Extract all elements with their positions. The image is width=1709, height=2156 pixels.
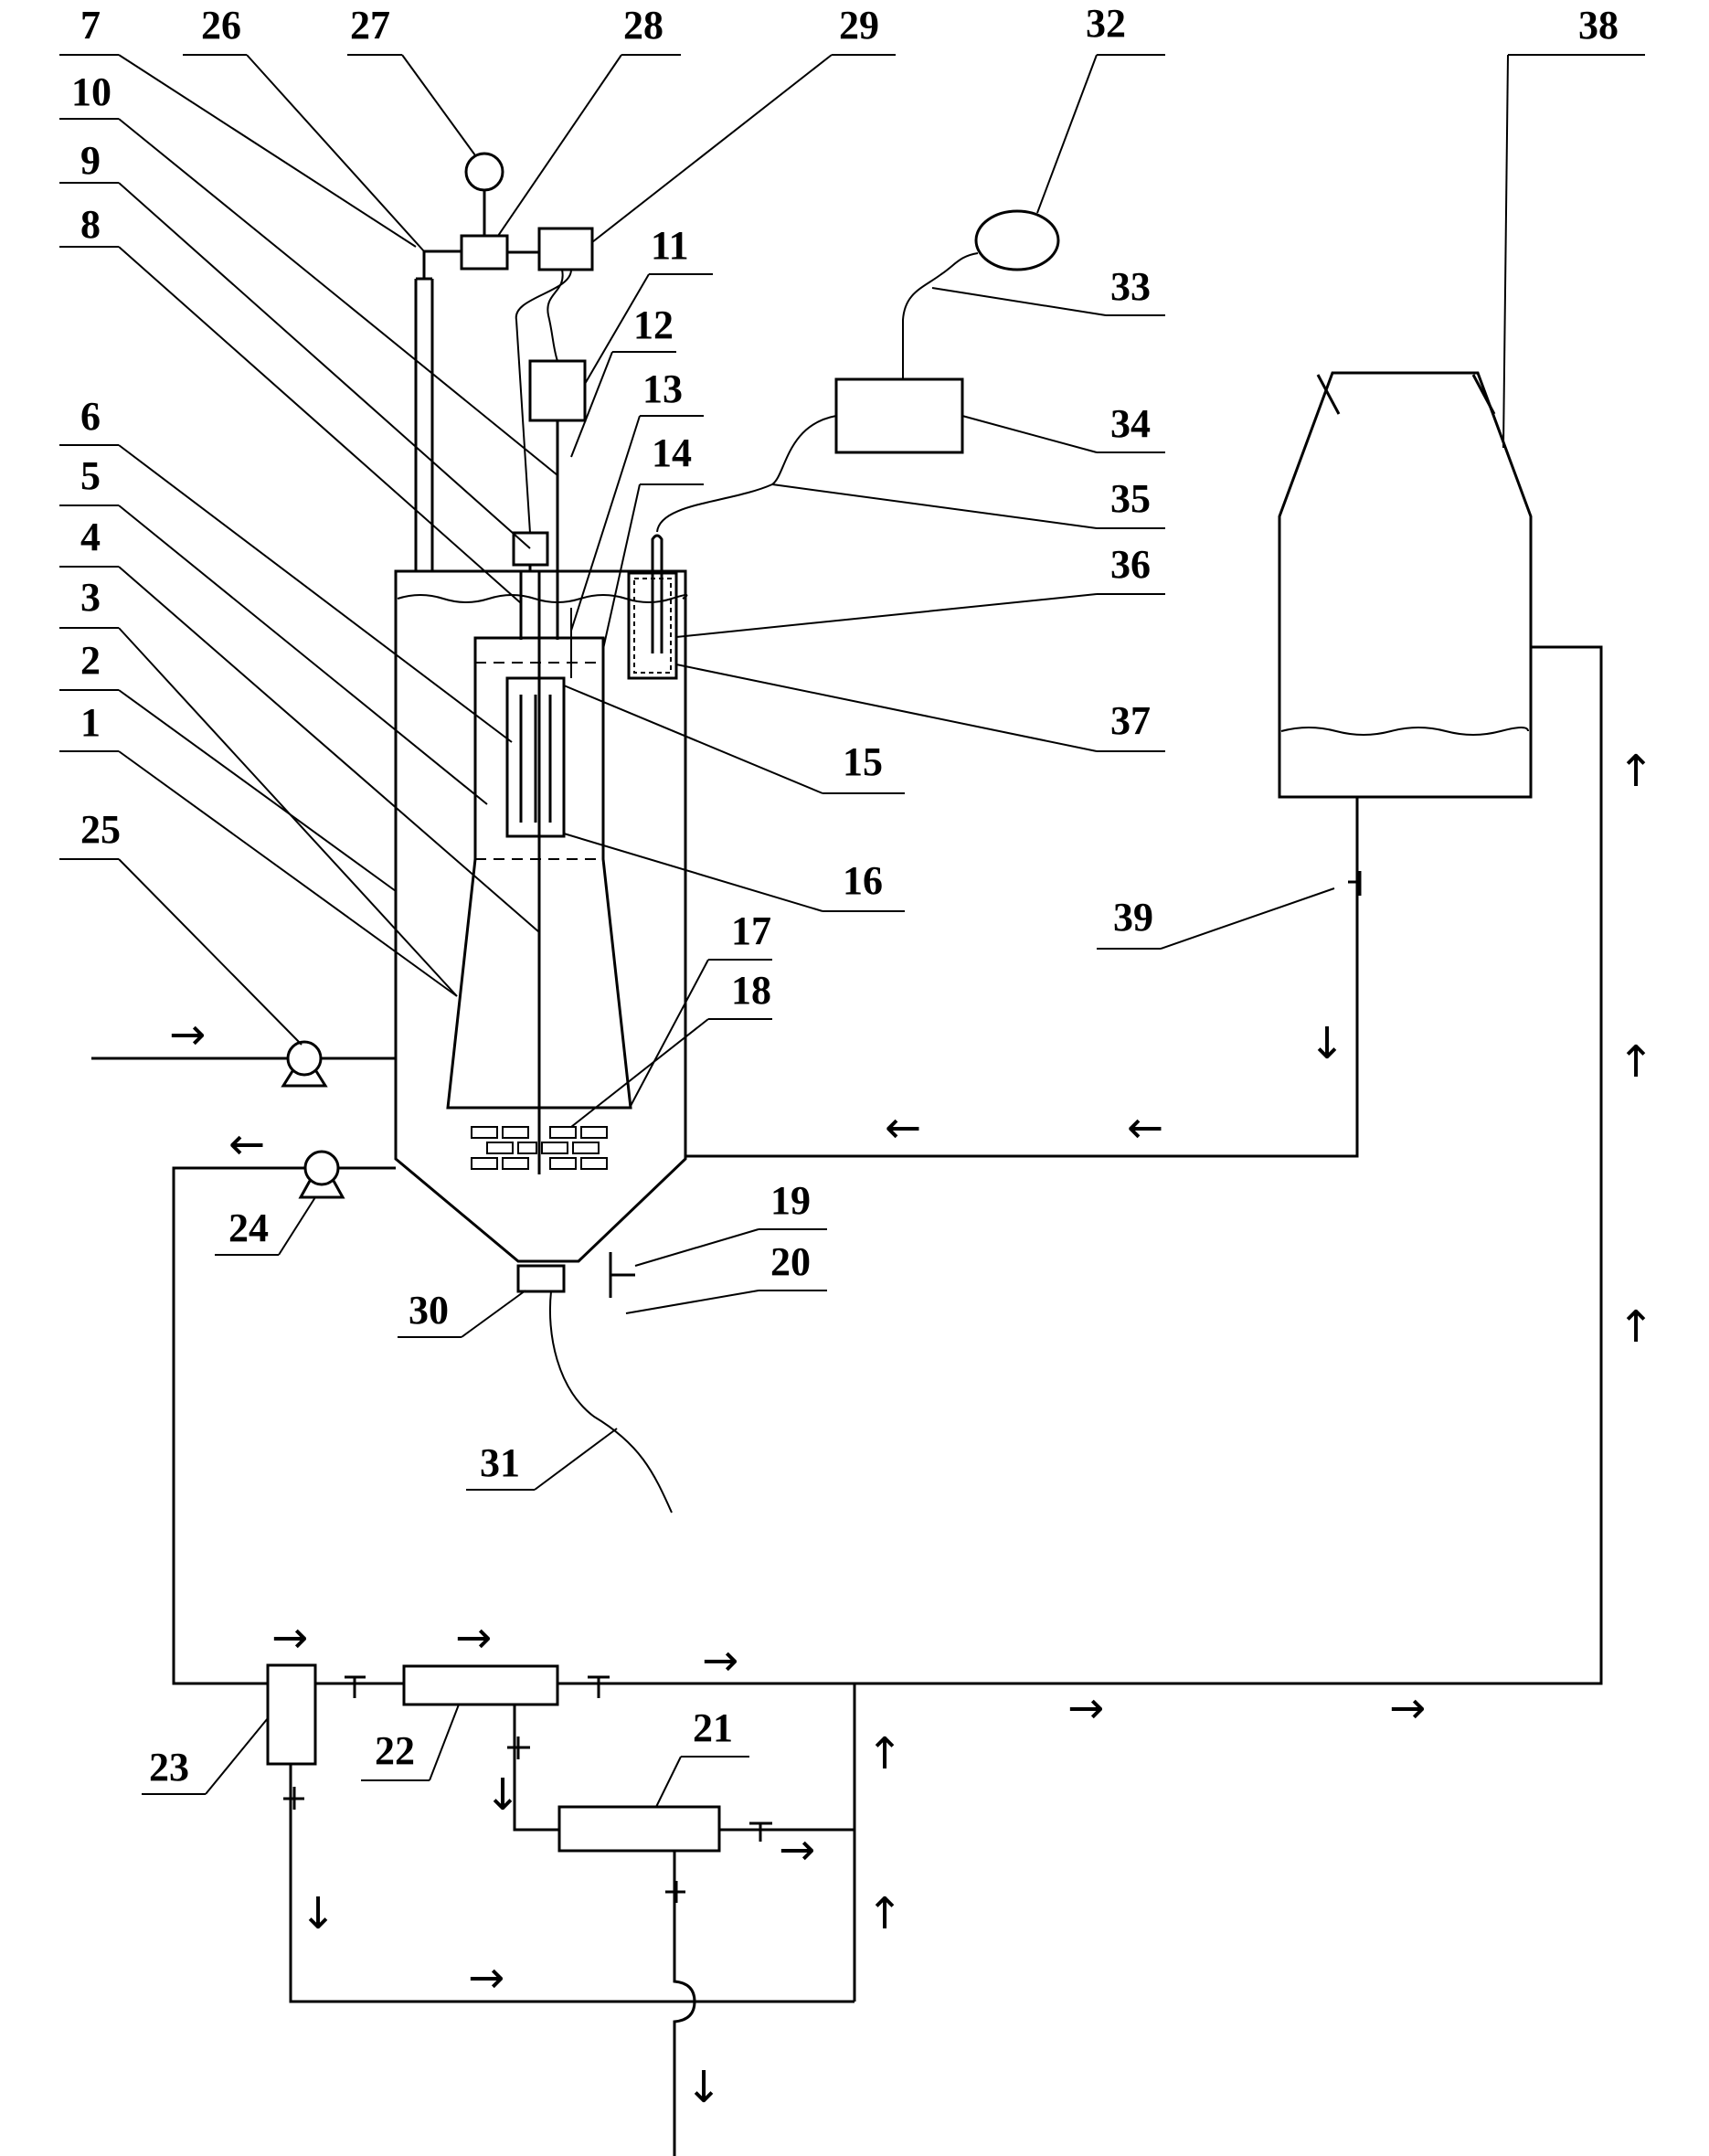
arrow-right: → [271, 1612, 308, 1663]
filter-21 [557, 1805, 721, 1853]
arrow-right: → [779, 1824, 815, 1875]
probe-electrode [627, 534, 678, 680]
arrow-up: ↑ [1618, 1036, 1654, 1088]
label-12: 12 [633, 303, 674, 347]
label-23: 23 [149, 1745, 189, 1790]
pressure-gauge [464, 152, 504, 192]
sensor-32 [974, 209, 1060, 271]
label-20: 20 [770, 1239, 811, 1284]
label-19: 19 [770, 1178, 811, 1223]
label-27: 27 [350, 3, 390, 48]
label-24: 24 [228, 1205, 269, 1250]
label-29: 29 [839, 3, 879, 48]
label-3: 3 [80, 575, 101, 620]
arrow-left: ← [228, 1119, 265, 1170]
cable-33 [902, 252, 979, 379]
label-9: 9 [80, 138, 101, 183]
arrow-right: → [1067, 1683, 1104, 1734]
label-30: 30 [409, 1288, 449, 1333]
arrow-down: ↓ [1309, 1018, 1345, 1069]
feed-pump [286, 1040, 323, 1077]
label-14: 14 [652, 430, 692, 475]
leader-lines [59, 54, 1645, 1808]
electrode-module [505, 676, 566, 838]
gas-pipe [414, 250, 462, 571]
arrow-right: → [455, 1612, 492, 1663]
label-18: 18 [731, 968, 771, 1013]
impeller [471, 1126, 608, 1170]
label-37: 37 [1110, 698, 1151, 743]
valve-box [460, 234, 509, 271]
label-6: 6 [80, 394, 101, 439]
label-5: 5 [80, 453, 101, 498]
label-7: 7 [80, 3, 101, 48]
label-4: 4 [80, 515, 101, 559]
label-34: 34 [1110, 401, 1151, 446]
arrow-up: ↑ [866, 1728, 903, 1779]
arrow-right: → [702, 1635, 738, 1686]
number-labels: 7 26 27 28 29 32 38 10 9 8 11 33 12 13 6… [71, 1, 1619, 1790]
arrow-right: → [1389, 1683, 1426, 1734]
arrow-right: → [468, 1952, 504, 2003]
label-10: 10 [71, 69, 111, 114]
arrow-down: ↓ [685, 2062, 722, 2113]
label-1: 1 [80, 700, 101, 745]
flow-arrows: → ← ← ← ↓ ↑ ↑ ↑ → → → → → ↓ → ↑ ↑ ↓ → ↓ [169, 746, 1654, 2113]
control-box [528, 359, 587, 422]
arrow-up: ↑ [866, 1888, 903, 1939]
label-17: 17 [731, 908, 771, 953]
label-32: 32 [1086, 1, 1126, 46]
label-16: 16 [843, 858, 883, 903]
label-22: 22 [375, 1728, 415, 1773]
label-28: 28 [623, 3, 663, 48]
label-31: 31 [480, 1440, 520, 1485]
arrow-down: ↓ [484, 1769, 521, 1821]
cable-35 [656, 415, 837, 533]
filter-23 [266, 1663, 317, 1766]
label-21: 21 [693, 1705, 733, 1750]
arrow-left: ← [885, 1102, 921, 1153]
module-34 [834, 377, 964, 454]
liquid-surface [397, 594, 688, 603]
label-36: 36 [1110, 542, 1151, 587]
arrow-down: ↓ [300, 1888, 336, 1939]
label-11: 11 [651, 223, 689, 268]
bottom-sensor [516, 1264, 566, 1293]
cable-31 [548, 1290, 673, 1513]
label-13: 13 [642, 366, 683, 411]
filter-22 [402, 1664, 559, 1706]
label-35: 35 [1110, 476, 1151, 521]
label-25: 25 [80, 807, 121, 852]
label-26: 26 [201, 3, 241, 48]
arrow-up: ↑ [1618, 746, 1654, 797]
label-2: 2 [80, 638, 101, 683]
label-15: 15 [843, 739, 883, 784]
feed-tank [1278, 371, 1533, 799]
label-38: 38 [1578, 3, 1619, 48]
label-8: 8 [80, 202, 101, 247]
arrow-up: ↑ [1618, 1301, 1654, 1353]
discharge-pump [303, 1150, 340, 1186]
control-box-29 [537, 227, 594, 271]
label-33: 33 [1110, 264, 1151, 309]
label-39: 39 [1113, 895, 1153, 940]
arrow-left: ← [1127, 1102, 1163, 1153]
reactor-vessel [394, 569, 688, 1263]
arrow-right: → [169, 1009, 206, 1060]
